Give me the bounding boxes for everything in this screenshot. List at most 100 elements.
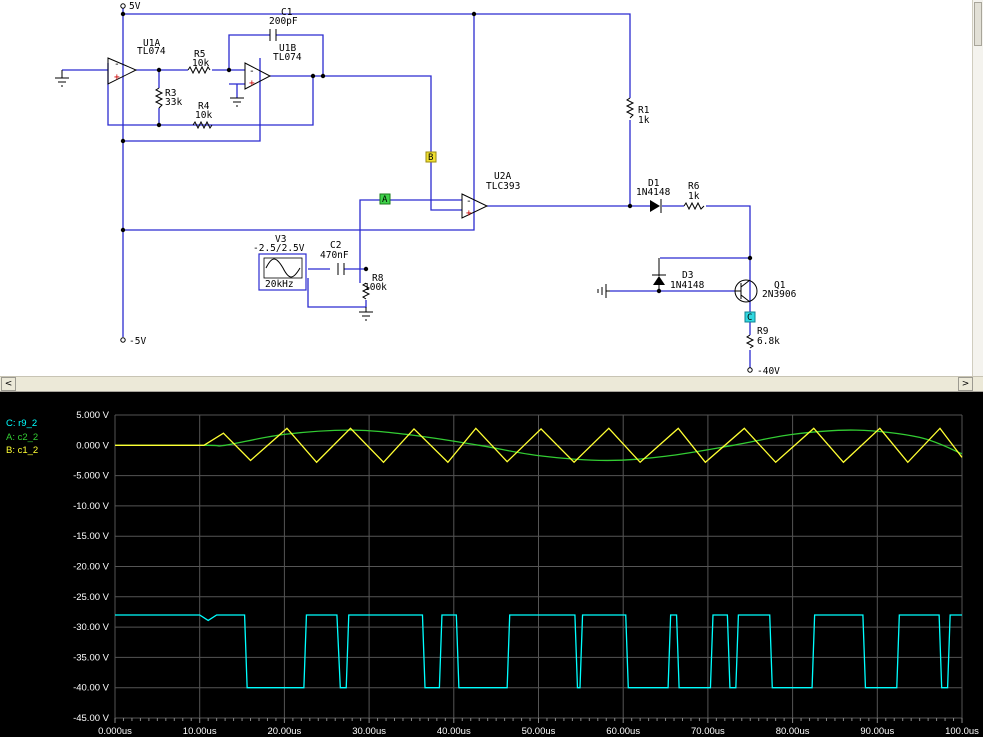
svg-text:+: + — [466, 208, 472, 219]
c1-capacitor[interactable] — [269, 29, 277, 41]
r5-resistor[interactable] — [187, 65, 211, 75]
legend-item-a: A: c2_2 — [6, 432, 38, 443]
r6-value: 1k — [688, 191, 700, 202]
u2a-ref: U2A — [494, 171, 511, 182]
scroll-right-button[interactable]: > — [958, 377, 973, 391]
d1-diode[interactable] — [650, 199, 662, 213]
r5-value: 10k — [192, 58, 209, 69]
plot-grid — [114, 414, 963, 723]
y-tick-label: -5.000 V — [73, 471, 110, 482]
d1-ref: D1 — [648, 178, 660, 189]
u1b-part: TL074 — [273, 52, 302, 63]
x-tick-label: 20.00us — [267, 726, 301, 737]
comparator-wires — [307, 120, 751, 368]
y-tick-label: 5.000 V — [76, 410, 109, 421]
rail-label-5v: 5V — [129, 1, 141, 12]
r8-resistor[interactable] — [361, 282, 371, 300]
u1a-opamp[interactable]: - + — [107, 57, 138, 85]
c2-capacitor[interactable] — [337, 263, 345, 275]
r9-resistor[interactable] — [745, 334, 755, 349]
probe-c-marker[interactable]: C — [744, 311, 756, 323]
r3-resistor[interactable] — [154, 87, 164, 109]
r3-value: 33k — [165, 97, 182, 108]
vertical-scrollbar[interactable] — [972, 0, 983, 376]
x-tick-label: 40.00us — [437, 726, 471, 737]
u1b-ref: U1B — [279, 43, 296, 54]
x-tick-label: 90.00us — [860, 726, 894, 737]
vplus-terminal — [120, 3, 126, 9]
probe-c-label: C — [747, 313, 752, 323]
rail-label-minus5v: -5V — [129, 336, 146, 347]
vminus-terminal — [120, 337, 126, 343]
c1-ref: C1 — [281, 7, 293, 18]
r1-value: 1k — [638, 115, 650, 126]
y-tick-label: -15.00 V — [73, 531, 110, 542]
vneg40-terminal — [747, 367, 753, 373]
x-tick-label: 50.00us — [522, 726, 556, 737]
q1-transistor[interactable] — [734, 279, 758, 303]
r8-value: 100k — [364, 282, 387, 293]
q1-ref: Q1 — [774, 280, 786, 291]
y-axis-ticks: 5.000 V0.000 V-5.000 V-10.00 V-15.00 V-2… — [73, 410, 110, 724]
u1a-ref: U1A — [143, 38, 160, 49]
r1-ref: R1 — [638, 105, 650, 116]
r6-resistor[interactable] — [683, 201, 705, 211]
svg-text:-: - — [114, 59, 120, 70]
y-tick-label: 0.000 V — [76, 440, 109, 451]
r9-value: 6.8k — [757, 336, 780, 347]
trace-b-c1-2 — [115, 427, 963, 464]
y-tick-label: -10.00 V — [73, 501, 110, 512]
r4-value: 10k — [195, 110, 212, 121]
d3-part: 1N4148 — [670, 280, 705, 291]
svg-text:-: - — [466, 196, 472, 207]
r4-resistor[interactable] — [192, 120, 213, 130]
waveform-chart[interactable]: C: r9_2 A: c2_2 B: c1_2 5.000 V 0.000 V -5… — [0, 392, 983, 737]
c2-ref: C2 — [330, 240, 341, 251]
legend-item-b: B: c1_2 — [6, 445, 38, 456]
schematic-drawing[interactable]: - + - + - + — [0, 0, 972, 376]
x-tick-label: 70.00us — [691, 726, 725, 737]
q1-part: 2N3906 — [762, 289, 797, 300]
v3-ref: V3 — [275, 234, 286, 245]
probe-b-marker[interactable]: B — [425, 151, 437, 163]
scroll-left-button[interactable]: < — [1, 377, 16, 391]
r8-ref: R8 — [372, 273, 384, 284]
integrator-wires — [62, 34, 462, 211]
v3-source[interactable] — [258, 253, 307, 291]
horizontal-scrollbar[interactable]: < > — [0, 376, 983, 392]
y-tick-label: -30.00 V — [73, 622, 110, 633]
schematic-canvas[interactable]: - + - + - + — [0, 0, 983, 392]
svg-text:-: - — [249, 66, 255, 77]
u1a-part: TL074 — [137, 46, 166, 57]
r1-resistor[interactable] — [625, 97, 635, 119]
d3-diode[interactable] — [652, 258, 666, 291]
c1-value: 200pF — [269, 16, 298, 27]
rail-wires — [122, 6, 631, 337]
traces — [115, 427, 963, 689]
r3-ref: R3 — [165, 88, 176, 99]
trace-legend: C: r9_2 A: c2_2 B: c1_2 — [6, 418, 38, 456]
u2a-part: TLC393 — [486, 181, 520, 192]
u2a-comparator[interactable]: - + — [461, 193, 489, 219]
r5-ref: R5 — [194, 49, 205, 60]
r9-ref: R9 — [757, 326, 769, 337]
probe-a-marker[interactable]: A — [379, 193, 391, 205]
c2-value: 470nF — [320, 250, 349, 261]
x-axis-ticks: 0.000us 10.00us 20.00us 30.00us 40.00us 50.00… — [98, 726, 979, 737]
u1b-opamp[interactable]: - + — [244, 62, 272, 90]
v3-value: -2.5/2.5V — [253, 243, 305, 254]
x-tick-label: 100.0us — [945, 726, 979, 737]
x-tick-label: 10.00us — [183, 726, 217, 737]
y-tick-label: -40.00 V — [73, 683, 110, 694]
x-tick-label: 30.00us — [352, 726, 386, 737]
d3-ref: D3 — [682, 270, 693, 281]
ground-symbols — [55, 70, 610, 321]
vertical-scroll-thumb[interactable] — [974, 2, 982, 46]
d1-part: 1N4148 — [636, 187, 671, 198]
y-tick-label: -35.00 V — [73, 652, 110, 663]
probe-a-label: A — [382, 195, 388, 205]
waveform-viewer[interactable]: C: r9_2 A: c2_2 B: c1_2 5.000 V 0.000 V -5… — [0, 392, 983, 737]
x-tick-label: 0.000us — [98, 726, 132, 737]
r4-ref: R4 — [198, 101, 210, 112]
svg-text:+: + — [114, 72, 120, 83]
